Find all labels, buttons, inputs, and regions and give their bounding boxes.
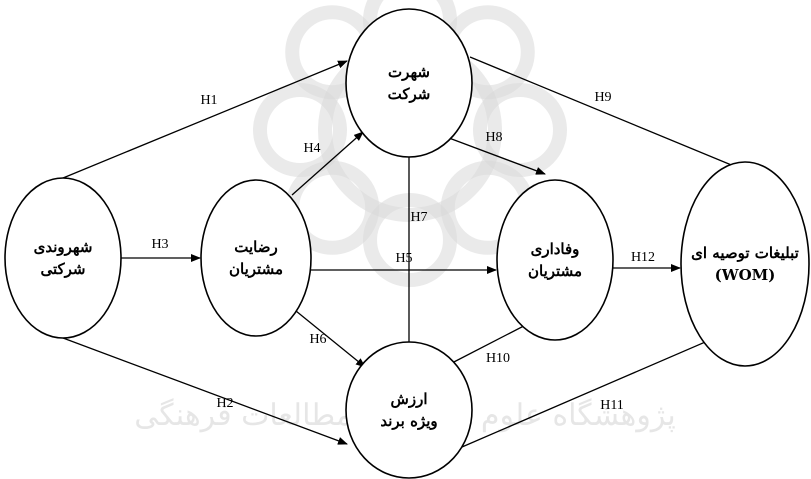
node-satisfaction: رضایت مشتریان bbox=[200, 179, 312, 337]
edge-label-h2: H2 bbox=[216, 396, 233, 411]
node-label-line: مشتریان bbox=[528, 262, 582, 280]
node-ellipse bbox=[345, 8, 473, 158]
node-label-line: رضایت bbox=[234, 238, 277, 256]
node-ellipse bbox=[4, 177, 122, 339]
node-ellipse bbox=[680, 161, 810, 367]
watermark-petal bbox=[363, 193, 457, 287]
node-loyalty: وفاداری مشتریان bbox=[496, 179, 614, 341]
node-label-line: ارزش bbox=[391, 390, 428, 408]
edge-satisfaction-to-brand_value bbox=[295, 310, 366, 368]
edge-citizenship-to-reputation bbox=[62, 60, 348, 179]
node-label-line: شهروندی bbox=[34, 238, 93, 256]
edge-label-h12: H12 bbox=[631, 250, 655, 265]
edge-label-h3: H3 bbox=[151, 237, 168, 252]
node-label-line: شهرت bbox=[388, 63, 430, 81]
edge-label-h8: H8 bbox=[485, 130, 502, 145]
edge-label-h7: H7 bbox=[410, 210, 427, 225]
edge-label-h5: H5 bbox=[395, 251, 412, 266]
edge-label-h9: H9 bbox=[594, 90, 611, 105]
edge-label-h4: H4 bbox=[303, 141, 320, 156]
edge-reputation-to-loyalty bbox=[448, 137, 546, 175]
edge-label-h6: H6 bbox=[309, 332, 326, 347]
edge-label-h11: H11 bbox=[600, 398, 624, 413]
node-ellipse bbox=[345, 341, 473, 479]
node-label-line: مشتریان bbox=[229, 260, 283, 278]
nodes-layer: شهروندی شرکتی رضایت مشتریان شهرت شرکت وفاداری م… bbox=[4, 8, 810, 479]
node-label-line: شرکت bbox=[388, 85, 431, 103]
node-reputation: شهرت شرکت bbox=[345, 8, 473, 158]
node-label-line: (WOM) bbox=[715, 266, 776, 284]
node-label-line: تبلیغات توصیه ای bbox=[691, 244, 799, 262]
node-label-line: ویژه برند bbox=[380, 412, 437, 430]
edge-citizenship-to-brand_value bbox=[62, 337, 348, 445]
watermark-petal bbox=[253, 83, 347, 177]
watermark-petal bbox=[473, 83, 567, 177]
edge-label-h1: H1 bbox=[200, 93, 217, 108]
node-label-line: شرکتی bbox=[40, 260, 85, 278]
node-ellipse bbox=[496, 179, 614, 341]
node-citizenship: شهروندی شرکتی bbox=[4, 177, 122, 339]
node-ellipse bbox=[200, 179, 312, 337]
edge-satisfaction-to-reputation bbox=[291, 131, 364, 196]
edge-reputation-to-wom bbox=[469, 56, 759, 177]
node-wom: تبلیغات توصیه ای (WOM) bbox=[680, 161, 810, 367]
node-brand-value: ارزش ویژه برند bbox=[345, 341, 473, 479]
node-label-line: وفاداری bbox=[531, 240, 580, 258]
edge-label-h10: H10 bbox=[486, 351, 510, 366]
